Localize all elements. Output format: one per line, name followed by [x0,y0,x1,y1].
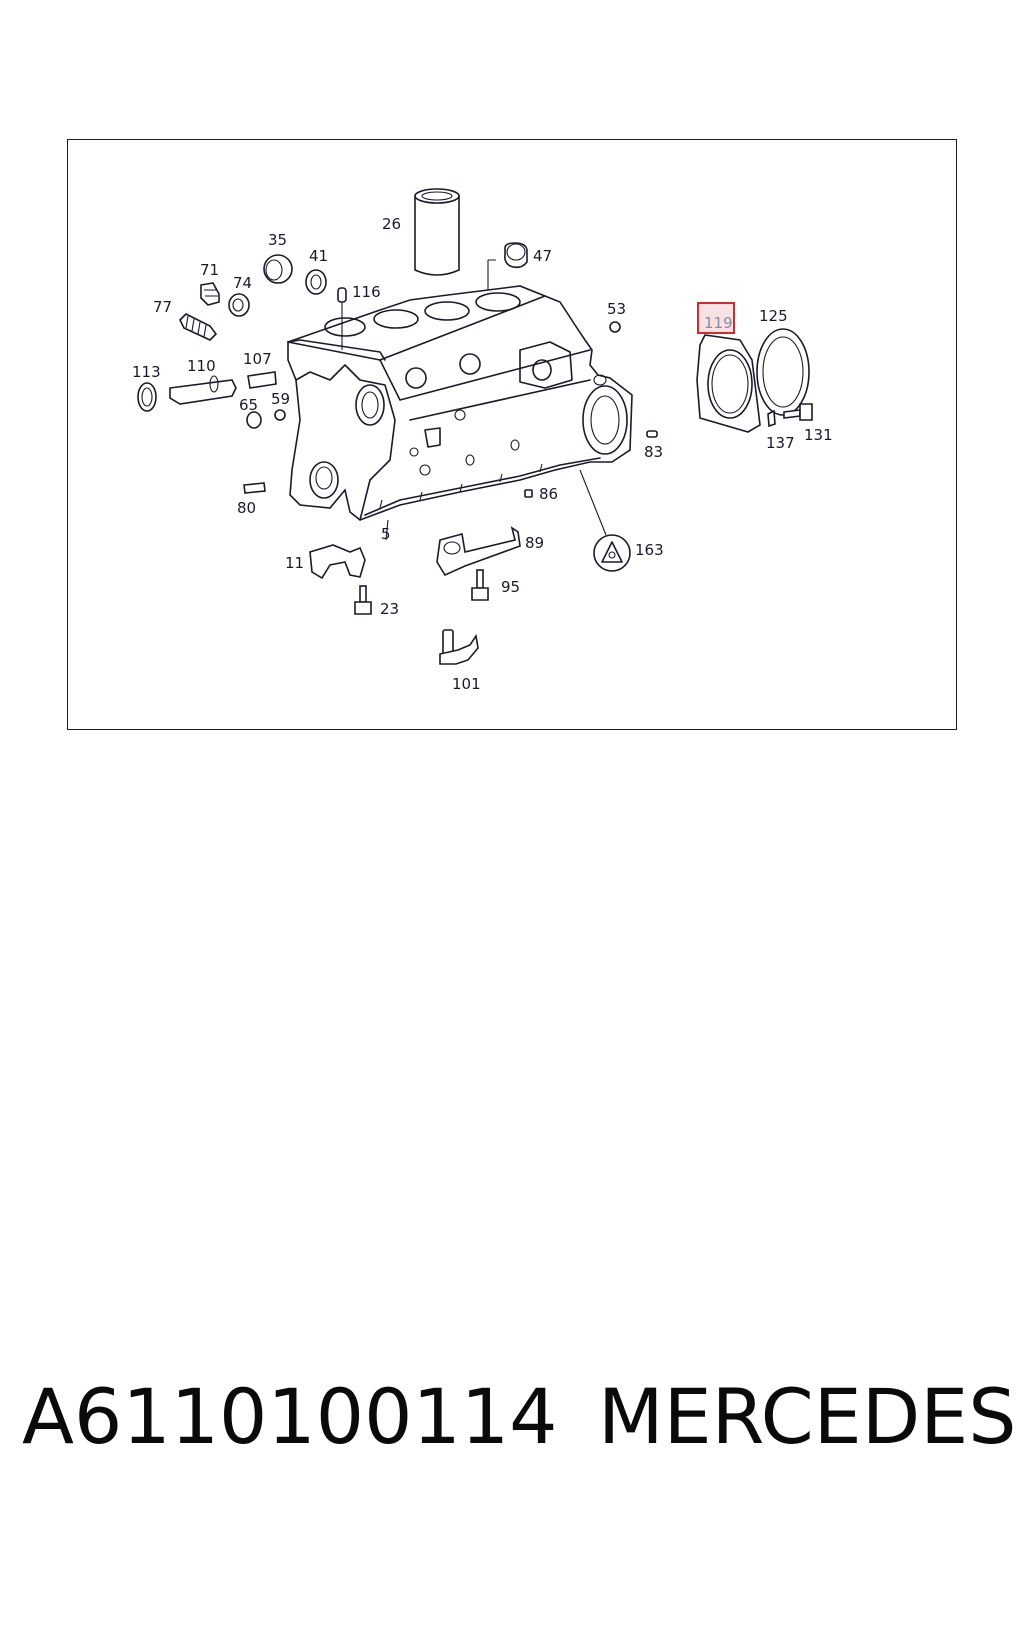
exploded-parts-diagram: 26 47 35 41 71 74 116 77 53 119 125 113 … [132,188,833,693]
label-113: 113 [132,363,161,381]
label-110: 110 [187,357,216,375]
part-95-bolt[interactable] [471,569,489,601]
part-119-rear-cover[interactable] [696,334,761,433]
part-83-dowel[interactable] [646,430,658,438]
label-53: 53 [607,300,626,318]
label-23: 23 [380,600,399,618]
part-59[interactable] [274,409,286,421]
highlight-box-119 [697,302,735,334]
part-107-sleeve[interactable] [247,371,277,389]
part-65-plug[interactable] [246,411,262,429]
part-86[interactable] [524,489,533,498]
part-53[interactable] [609,321,621,333]
part-163-cover[interactable] [579,469,631,572]
part-89-nozzle[interactable] [436,526,521,577]
part-35-plug[interactable] [263,254,293,284]
part-number: A6110100114 [22,1372,558,1461]
part-26-cylinder-liner[interactable] [414,188,460,276]
part-77-glow-plug[interactable] [179,313,218,341]
label-71: 71 [200,261,219,279]
label-77: 77 [153,298,172,316]
label-119[interactable]: 119 [704,314,733,332]
label-83: 83 [644,443,663,461]
label-65: 65 [239,396,258,414]
part-137-washer[interactable] [767,409,776,428]
part-80-pin[interactable] [243,482,266,494]
label-95: 95 [501,578,520,596]
label-35: 35 [268,231,287,249]
label-5: 5 [381,525,391,543]
part-116-dowel[interactable] [337,287,347,303]
label-107: 107 [243,350,272,368]
label-59: 59 [271,390,290,408]
label-116: 116 [352,283,381,301]
label-80: 80 [237,499,256,517]
part-41-ring[interactable] [305,269,327,295]
label-74: 74 [233,274,252,292]
label-11: 11 [285,554,304,572]
diagram-frame [67,139,957,730]
brand-name: MERCEDES [598,1372,1017,1461]
part-11-bearing-cap[interactable] [309,544,366,580]
label-47: 47 [533,247,552,265]
leader-lines [341,302,389,541]
part-23-bolt[interactable] [354,585,372,615]
label-86: 86 [539,485,558,503]
label-163: 163 [635,541,664,559]
part-125-seal-ring[interactable] [756,328,810,416]
part-131-bolt[interactable] [783,403,813,421]
label-89: 89 [525,534,544,552]
label-101: 101 [452,675,481,693]
label-137: 137 [766,434,795,452]
label-26: 26 [382,215,401,233]
part-113-ring[interactable] [137,382,157,412]
part-110-pin[interactable] [169,375,237,405]
part-74-seal-ring[interactable] [228,293,250,317]
label-131: 131 [804,426,833,444]
part-101-sensor[interactable] [439,629,479,665]
label-41: 41 [309,247,328,265]
part-71-plug-screw[interactable] [200,282,220,306]
engine-block[interactable] [287,285,633,521]
label-125: 125 [759,307,788,325]
part-caption: A6110100114 MERCEDES [0,1372,1024,1472]
